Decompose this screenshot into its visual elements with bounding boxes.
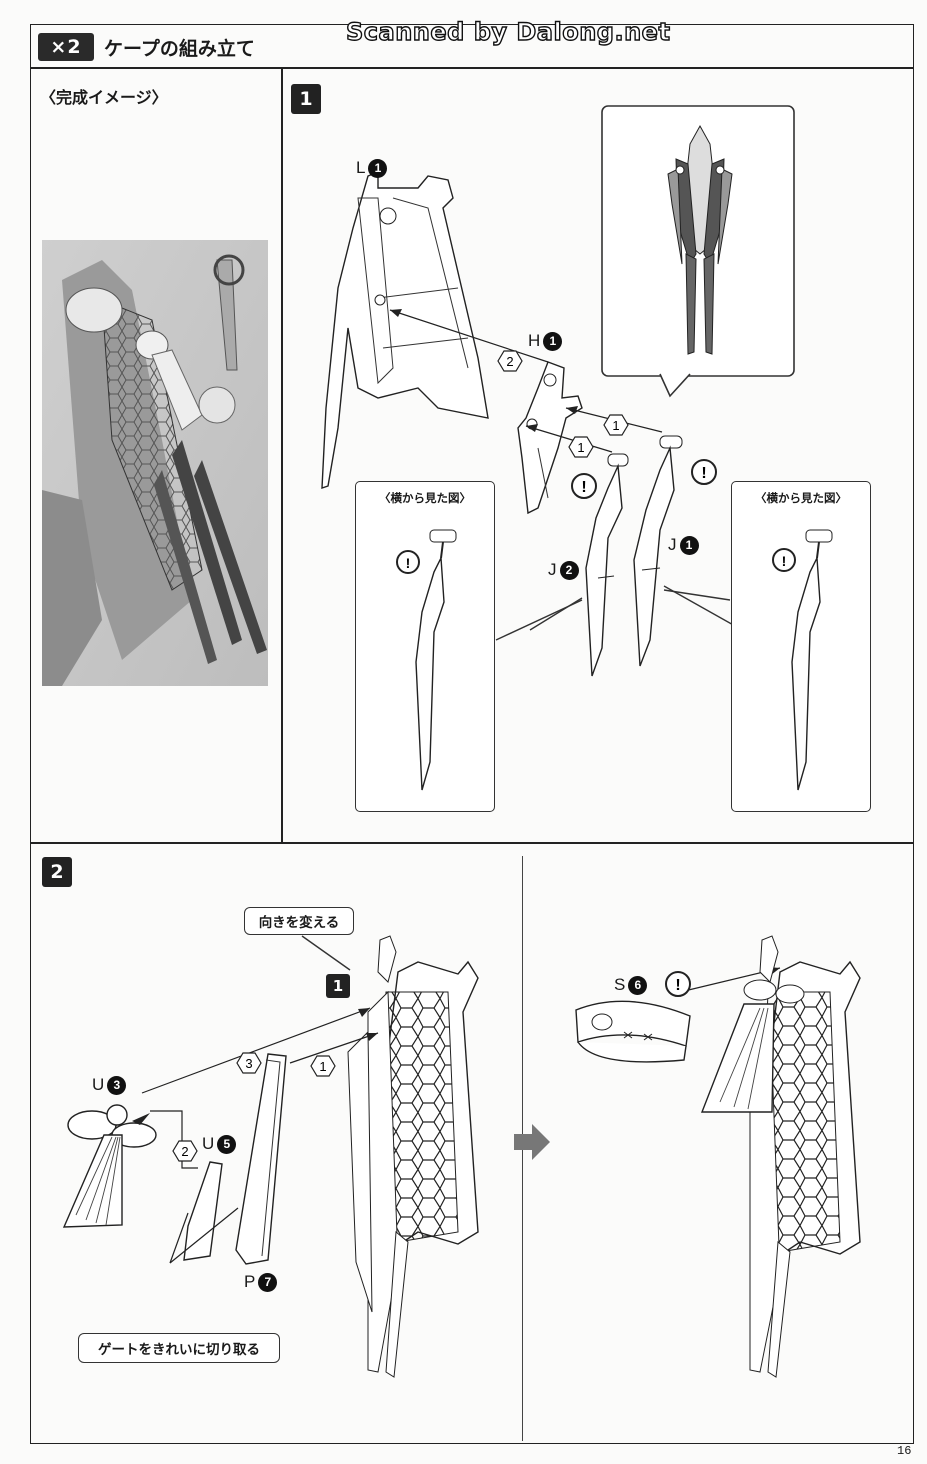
part-s6 xyxy=(575,1000,691,1063)
order-mark: 1 xyxy=(568,436,594,458)
part-letter: L xyxy=(356,158,366,177)
part-label-u5: U 5 xyxy=(202,1134,237,1154)
part-letter: S xyxy=(614,975,626,994)
gate-trim-callout: ゲートをきれいに切り取る xyxy=(78,1333,280,1363)
part-label-j1: J 1 xyxy=(668,535,699,555)
part-label-j2: J 2 xyxy=(548,560,579,580)
step-divider xyxy=(30,842,914,844)
part-label-p7: P 7 xyxy=(244,1272,278,1292)
part-number-badge: 7 xyxy=(258,1272,278,1292)
order-mark-text: 2 xyxy=(506,354,513,369)
side-view-right: 〈横から見た図〉 ! xyxy=(731,481,871,812)
caution-text: ! xyxy=(675,977,680,994)
caution-text: ! xyxy=(782,553,787,569)
left-panel-divider xyxy=(281,69,283,843)
order-mark-text: 2 xyxy=(181,1144,188,1159)
part-j1 xyxy=(633,435,683,667)
order-mark-text: 1 xyxy=(319,1059,326,1074)
part-h xyxy=(517,361,583,515)
order-mark-text: 1 xyxy=(612,418,619,433)
part-letter: J xyxy=(548,560,557,579)
caution-text: ! xyxy=(406,555,411,571)
top-view-inset xyxy=(601,105,795,398)
part-p7 xyxy=(235,1053,287,1265)
callout-pointer xyxy=(301,935,351,971)
cape-assembly-right xyxy=(700,935,861,1378)
caution-icon: ! xyxy=(665,971,691,997)
caution-icon: ! xyxy=(571,473,597,499)
step2-number: 2 xyxy=(42,857,72,887)
side-view-title: 〈横から見た図〉 xyxy=(755,491,847,505)
next-arrow-icon xyxy=(514,1124,550,1160)
cape-part-l xyxy=(321,170,489,489)
header-rule xyxy=(30,67,914,69)
part-label-u3: U 3 xyxy=(92,1075,127,1095)
section-title: ケープの組み立て xyxy=(104,38,255,60)
side-view-part-left: ! xyxy=(396,529,457,791)
part-letter: J xyxy=(668,535,677,554)
part-number-badge: 6 xyxy=(628,975,648,995)
caution-text: ! xyxy=(581,479,586,496)
ref-step-badge: 1 xyxy=(326,974,350,998)
part-letter: U xyxy=(202,1134,215,1153)
order-mark: 1 xyxy=(310,1055,336,1077)
caution-icon: ! xyxy=(691,459,717,485)
caution-text: ! xyxy=(701,465,706,482)
cape-assembly-left xyxy=(347,935,479,1378)
part-u3 xyxy=(62,1104,157,1228)
order-mark-text: 3 xyxy=(245,1056,252,1071)
part-number-badge: 1 xyxy=(679,535,699,555)
order-mark: 3 xyxy=(236,1052,262,1074)
part-label-h1: H 1 xyxy=(528,331,563,351)
step2-arrows xyxy=(132,967,781,1264)
part-label-l1: L 1 xyxy=(356,158,388,178)
part-number-badge: 1 xyxy=(543,331,563,351)
part-number-badge: 5 xyxy=(217,1134,237,1154)
order-mark: 2 xyxy=(497,350,523,372)
turn-around-callout: 向きを変える xyxy=(244,907,354,935)
page-frame xyxy=(30,24,914,1444)
part-letter: U xyxy=(92,1075,105,1094)
scan-watermark: Scanned by Dalong.net xyxy=(345,17,671,46)
order-mark-text: 1 xyxy=(577,440,584,455)
side-view-title: 〈横から見た図〉 xyxy=(379,491,471,505)
part-number-badge: 3 xyxy=(107,1075,127,1095)
step1-number: 1 xyxy=(291,84,321,114)
page-number: 16 xyxy=(897,1444,912,1458)
completed-image-photo xyxy=(42,240,268,686)
part-number-badge: 2 xyxy=(559,560,579,580)
part-u5 xyxy=(183,1161,223,1261)
completed-image-label: 〈完成イメージ〉 xyxy=(40,88,168,107)
side-view-left: 〈横から見た図〉 ! xyxy=(355,481,495,812)
part-label-s6: S 6 xyxy=(614,975,648,995)
side-view-part-right: ! xyxy=(772,529,833,791)
part-letter: H xyxy=(528,331,541,350)
part-letter: P xyxy=(244,1272,256,1291)
part-j2 xyxy=(585,453,629,677)
order-mark: 2 xyxy=(172,1140,198,1162)
part-number-badge: 1 xyxy=(368,158,388,178)
multiplier-badge: ×2 xyxy=(38,33,94,61)
order-mark: 1 xyxy=(603,414,629,436)
